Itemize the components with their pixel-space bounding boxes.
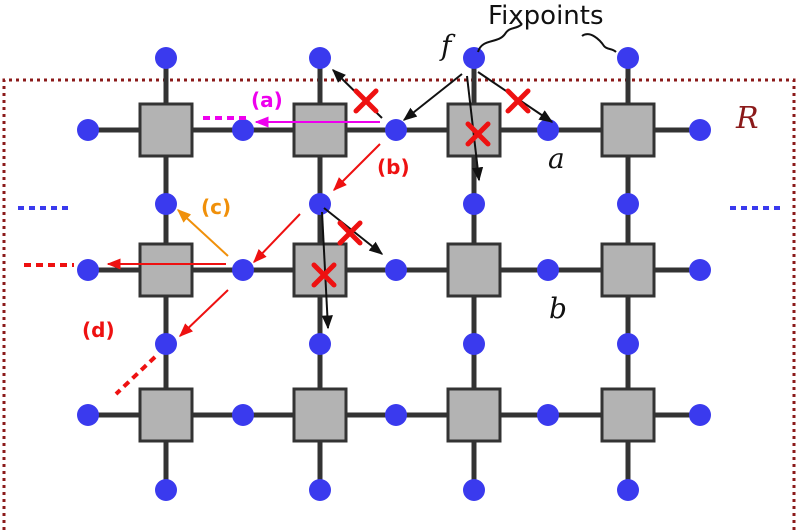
lattice-node bbox=[617, 479, 639, 501]
label-b: b bbox=[549, 292, 567, 325]
lattice-node bbox=[537, 259, 559, 281]
lattice-node bbox=[463, 479, 485, 501]
region-r-border bbox=[2, 78, 796, 530]
blocked-cross bbox=[311, 262, 337, 288]
label-fixpoints: Fixpoints bbox=[488, 1, 604, 31]
label-case-a: (a) bbox=[251, 88, 283, 112]
lattice-node bbox=[689, 404, 711, 426]
lattice-node bbox=[385, 404, 407, 426]
lattice-node bbox=[232, 119, 254, 141]
lattice-node bbox=[617, 47, 639, 69]
blocked-cross bbox=[353, 88, 379, 114]
blocked-cross bbox=[505, 88, 531, 114]
arrow-c bbox=[176, 209, 229, 257]
lattice-node bbox=[617, 333, 639, 355]
label-case-c: (c) bbox=[201, 195, 231, 219]
label-case-b: (b) bbox=[377, 155, 410, 179]
arrow-a bbox=[203, 116, 380, 128]
lattice-node bbox=[232, 259, 254, 281]
lattice-node bbox=[309, 47, 331, 69]
lattice-node bbox=[617, 193, 639, 215]
lattice-square bbox=[292, 102, 348, 158]
lattice-node bbox=[385, 119, 407, 141]
lattice-square bbox=[600, 102, 656, 158]
lattice-square bbox=[292, 387, 348, 443]
lattice-node bbox=[155, 479, 177, 501]
label-f: f bbox=[439, 29, 456, 62]
lattice-square bbox=[600, 242, 656, 298]
red-arrows bbox=[106, 143, 381, 337]
lattice-node bbox=[155, 47, 177, 69]
red-dashes bbox=[24, 263, 157, 396]
lattice-node bbox=[77, 259, 99, 281]
lattice-node bbox=[232, 404, 254, 426]
lattice-square bbox=[138, 387, 194, 443]
label-r: R bbox=[735, 101, 759, 136]
lattice-node bbox=[463, 193, 485, 215]
lattice-node bbox=[309, 479, 331, 501]
fixpoints-pointers bbox=[477, 23, 617, 53]
lattice-square bbox=[446, 387, 502, 443]
lattice-square bbox=[138, 102, 194, 158]
blocked-cross bbox=[337, 220, 363, 246]
lattice-square bbox=[600, 387, 656, 443]
lattice-node bbox=[537, 404, 559, 426]
lattice-nodes bbox=[77, 47, 711, 501]
label-a: a bbox=[548, 142, 565, 175]
lattice-square bbox=[446, 242, 502, 298]
blocked-crosses bbox=[311, 88, 531, 288]
blocked-cross bbox=[465, 121, 491, 147]
lattice-squares bbox=[138, 102, 656, 443]
lattice-node bbox=[689, 119, 711, 141]
lattice-node bbox=[309, 333, 331, 355]
lattice-square bbox=[138, 242, 194, 298]
lattice-node bbox=[77, 404, 99, 426]
lattice-node bbox=[155, 193, 177, 215]
lattice-node bbox=[537, 119, 559, 141]
lattice-node bbox=[77, 119, 99, 141]
label-case-d: (d) bbox=[82, 318, 115, 342]
lattice-node bbox=[155, 333, 177, 355]
lattice-node bbox=[385, 259, 407, 281]
lattice-node bbox=[463, 333, 485, 355]
lattice-node bbox=[463, 47, 485, 69]
lattice-node bbox=[689, 259, 711, 281]
